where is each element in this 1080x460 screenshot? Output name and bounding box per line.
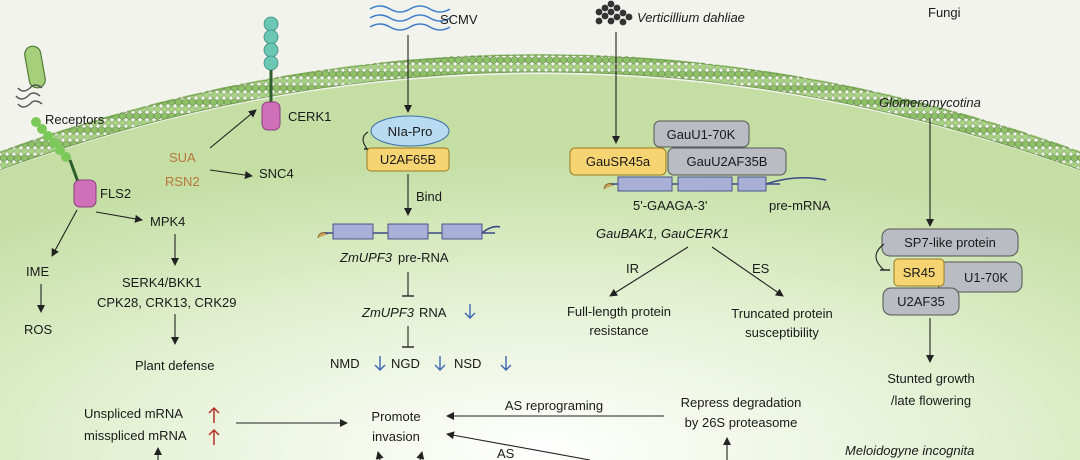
sr45-label: SR45 [903, 265, 936, 280]
gau-u1-70k-box [653, 120, 750, 148]
down-arrow-icon [500, 356, 512, 371]
cerk1-label: CERK1 [288, 109, 331, 124]
cpk-label: CPK28, CRK13, CRK29 [97, 295, 236, 310]
serk4-label: SERK4/BKK1 [122, 275, 202, 290]
sr45-box [893, 258, 945, 287]
up-arrow-icon [208, 406, 220, 423]
down-arrow-icon [434, 356, 446, 371]
bind-label: Bind [416, 189, 442, 204]
cerk1-receptor [261, 16, 281, 131]
gaaga-label: 5'-GAAGA-3' [633, 198, 707, 213]
repress-line2: by 26S proteasome [685, 415, 798, 430]
gaubak-label: GauBAK1, GauCERK1 [596, 226, 729, 241]
unspliced-label: Unspliced mRNA [84, 406, 183, 421]
zmupf3-rna-italic: ZmUPF3 [361, 305, 415, 320]
u1-70k-label: U1-70K [964, 270, 1008, 285]
promote-line1: Promote [371, 409, 420, 424]
full-length-line1: Full-length protein [567, 304, 671, 319]
glomeromycotina-label: Glomeromycotina [879, 95, 981, 110]
zmupf3-pre-label: pre-RNA [398, 250, 449, 265]
as-bottom-label: AS [497, 446, 515, 460]
as-reprograming-label: AS reprograming [505, 398, 603, 413]
u2af35-box [882, 287, 960, 316]
fungi-label: Fungi [928, 5, 961, 20]
gau-u2af35b-label: GauU2AF35B [687, 154, 768, 169]
verticillium-label: Verticillium dahliae [637, 10, 745, 25]
plant-defense-label: Plant defense [135, 358, 215, 373]
stunted-line1: Stunted growth [887, 371, 974, 386]
zmupf3-italic-label: ZmUPF3 [339, 250, 393, 265]
es-label: ES [752, 261, 770, 276]
ngd-label: NGD [391, 356, 420, 371]
zmupf3-pre-rna-icon [317, 223, 501, 240]
zmupf3-rna-label: RNA [419, 305, 447, 320]
receptors-label: Receptors [45, 112, 105, 127]
down-arrow-icon [464, 304, 476, 319]
truncated-line1: Truncated protein [731, 306, 832, 321]
fls2-label: FLS2 [100, 186, 131, 201]
fls2-receptor [15, 45, 97, 208]
gau-sr45a-label: GauSR45a [586, 154, 651, 169]
verticillium-spores-icon [595, 0, 633, 26]
meloidogyne-label: Meloidogyne incognita [845, 443, 974, 458]
down-arrow-icon [374, 356, 386, 371]
ime-label: IME [26, 264, 49, 279]
u2af65b-label: U2AF65B [380, 152, 436, 167]
u2af65b-box [366, 147, 450, 172]
promote-line2: invasion [372, 429, 420, 444]
pre-mrna-icon [603, 176, 827, 192]
rsn2-label: RSN2 [165, 174, 200, 189]
gau-u1-70k-label: GauU1-70K [667, 127, 736, 142]
ir-label: IR [626, 261, 639, 276]
mpk4-label: MPK4 [150, 214, 185, 229]
scmv-label: SCMV [440, 12, 478, 27]
nla-pro-label: NIa-Pro [388, 124, 433, 139]
sp7-label: SP7-like protein [904, 235, 996, 250]
scmv-virus-icon [369, 5, 451, 31]
full-length-line2: resistance [589, 323, 648, 338]
truncated-line2: susceptibility [745, 325, 819, 340]
misspliced-label: misspliced mRNA [84, 428, 187, 443]
plasma-membrane [0, 54, 1080, 171]
gau-u2af35b-box [667, 147, 787, 176]
gau-sr45a-box [569, 147, 667, 176]
snc4-label: SNC4 [259, 166, 294, 181]
stunted-line2: /late flowering [891, 393, 971, 408]
u2af35-label: U2AF35 [897, 294, 945, 309]
up-arrow-icon [208, 428, 220, 445]
sua-label: SUA [169, 150, 196, 165]
repress-line1: Repress degradation [681, 395, 802, 410]
pre-mrna-label: pre-mRNA [769, 198, 831, 213]
nla-pro-oval [370, 115, 450, 147]
sp7-box [881, 228, 1019, 257]
ros-label: ROS [24, 322, 53, 337]
nmd-label: NMD [330, 356, 360, 371]
nsd-label: NSD [454, 356, 481, 371]
cell-interior [0, 74, 1080, 460]
